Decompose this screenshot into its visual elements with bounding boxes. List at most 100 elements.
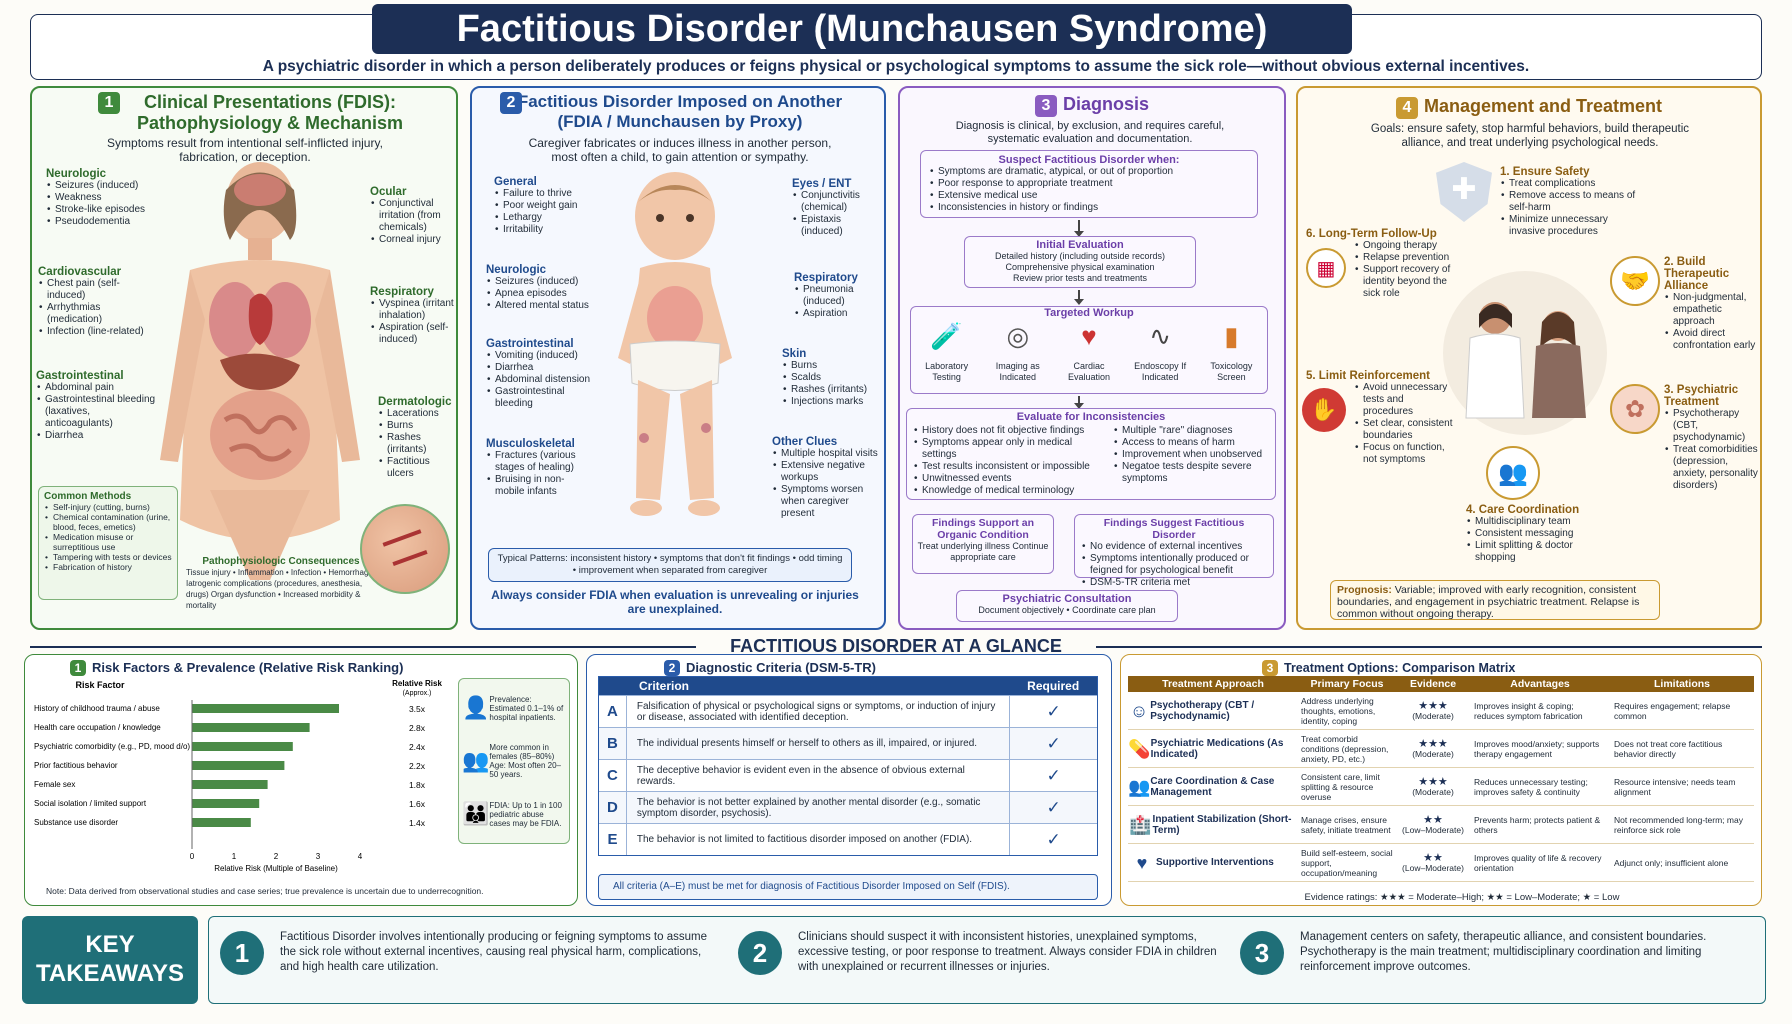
risk-title-text: Risk Factors & Prevalence (Relative Risk…: [92, 660, 404, 675]
takeaway-number: 2: [738, 930, 782, 975]
p2-group-other-clues: Other CluesMultiple hospital visitsExten…: [772, 436, 880, 520]
criteria-title-text: Diagnostic Criteria (DSM-5-TR): [686, 660, 876, 675]
tick-label: 0: [190, 852, 195, 861]
prevalence-box: 👤Prevalence: Estimated 0.1–1% of hospita…: [458, 678, 570, 844]
suspect-title: Suspect Factitious Disorder when:: [998, 154, 1180, 166]
inconsistencies-box: Evaluate for Inconsistencies History doe…: [906, 408, 1276, 500]
x-axis-label: Relative Risk (Multiple of Baseline): [214, 864, 338, 873]
column-header: Treatment Approach: [1162, 678, 1264, 690]
takeaway-text: Management centers on safety, therapeuti…: [1300, 931, 1707, 973]
limitations-cell: Adjunct only; insufficient alone: [1614, 857, 1729, 868]
list-item: Symptoms are dramatic, atypical, or out …: [929, 166, 1249, 178]
takeaway-3: 3 Management centers on safety, therapeu…: [1240, 930, 1750, 975]
takeaway-number: 1: [220, 930, 264, 975]
panel2-number: 2: [500, 92, 522, 114]
workup-item: Cardiac Evaluation: [1067, 361, 1110, 382]
group-label: Ocular: [370, 186, 407, 198]
list-item: Diarrhea: [36, 430, 156, 442]
group-label: Cardiovascular: [38, 266, 122, 278]
step-limit-reinforcement: 5. Limit ReinforcementAvoid unnecessary …: [1306, 370, 1456, 466]
doctor-patient-illustration: [1443, 271, 1607, 435]
panel2-title-line2: (FDIA / Munchausen by Proxy): [557, 112, 803, 131]
category-label: Psychiatric comorbidity (e.g., PD, mood …: [34, 742, 190, 751]
value-label: 2.4x: [409, 742, 426, 752]
risk-bar: [192, 818, 251, 827]
criterion-letter: B: [599, 728, 627, 759]
list-item: Gastrointestinal bleeding: [486, 386, 596, 410]
checkmark-icon: ✓: [1009, 696, 1097, 727]
panel1-title-line1: Clinical Presentations (FDIS):: [143, 92, 397, 112]
people-icon: 👥: [462, 748, 490, 773]
group-label: Skin: [782, 348, 807, 360]
body-anatomy-illustration: [160, 162, 360, 580]
takeaway-number: 3: [1240, 930, 1284, 975]
focus-cell: Treat comorbid conditions (depression, a…: [1301, 733, 1389, 764]
prevalence-text: Prevalence: Estimated 0.1–1% of hospital…: [489, 694, 564, 722]
team-icon: 👥: [1486, 446, 1540, 500]
evidence-label: (Moderate): [1412, 710, 1454, 721]
column-header: Required: [1027, 679, 1080, 693]
mri-scanner-icon: ◎: [1006, 321, 1030, 351]
list-item: Failure to thrive: [494, 188, 594, 200]
criterion-letter: D: [599, 792, 627, 823]
takeaway-1: 1 Factitious Disorder involves intention…: [220, 930, 720, 975]
advantages-cell: Prevents harm; protects patient & others: [1474, 814, 1601, 835]
step-long-term-follow-up: 6. Long-Term Follow-UpOngoing therapyRel…: [1306, 228, 1456, 300]
list-item: Conjunctival irritation (from chemicals): [370, 198, 450, 234]
list-item: Altered mental status: [486, 300, 596, 312]
panel3-intro: Diagnosis is clinical, by exclusion, and…: [955, 120, 1225, 145]
takeaway-2: 2 Clinicians should suspect it with inco…: [738, 930, 1218, 975]
list-item: Symptoms intentionally produced or feign…: [1081, 553, 1267, 577]
prognosis-label: Prognosis:: [1337, 584, 1392, 596]
consult-title: Psychiatric Consultation: [1002, 593, 1132, 605]
workup-item: Toxicology Screen: [1210, 361, 1253, 382]
focus-cell: Consistent care, limit splitting & resou…: [1301, 771, 1380, 802]
list-item: Pneumonia (induced): [794, 284, 880, 308]
step-label: 5. Limit Reinforcement: [1306, 370, 1430, 382]
panel3-number: 3: [1034, 95, 1057, 117]
consequences-text: Tissue injury • Inflammation • Infection…: [186, 568, 373, 610]
tick-label: 2: [274, 852, 279, 861]
list-item: Diarrhea: [486, 362, 596, 374]
advantages-cell: Improves insight & coping; reduces sympt…: [1474, 700, 1583, 721]
group-label: Dermatologic: [378, 396, 452, 408]
list-item: Self-injury (cutting, burns): [44, 502, 172, 512]
test-tubes-icon: 🧪: [930, 321, 963, 351]
step-label: 6. Long-Term Follow-Up: [1306, 228, 1437, 240]
list-item: Abdominal distension: [486, 374, 596, 386]
p1-group-gastrointestinal: GastrointestinalAbdominal painGastrointe…: [36, 370, 156, 442]
specimen-cup-icon: ▮: [1224, 321, 1239, 351]
approach-label: Care Coordination & Case Management: [1150, 775, 1275, 798]
workup-item: Imaging as Indicated: [995, 361, 1040, 382]
step-therapeutic-alliance: 2. Build Therapeutic AllianceNon-judgmen…: [1664, 256, 1760, 352]
list-item: Conjunctivitis (chemical): [792, 190, 880, 214]
matrix-row: ☺Psychotherapy (CBT / Psychodynamic)Addr…: [1128, 692, 1754, 730]
p2-group-gastrointestinal: GastrointestinalVomiting (induced)Diarrh…: [486, 338, 596, 410]
list-item: No evidence of external incentives: [1081, 541, 1267, 553]
suspect-box: Suspect Factitious Disorder when: Sympto…: [920, 150, 1258, 218]
group-label: Gastrointestinal: [486, 338, 574, 350]
checkmark-icon: ✓: [1009, 728, 1097, 759]
methods-title: Common Methods: [44, 491, 132, 502]
panel1-intro: Symptoms result from intentional self-in…: [107, 136, 383, 164]
list-item: Medication misuse or surreptitious use: [44, 532, 172, 552]
list-item: Inconsistencies in history or findings: [929, 202, 1249, 214]
evidence-stars: ★★★: [1418, 775, 1448, 788]
list-item: Seizures (induced): [46, 180, 166, 192]
focus-cell: Address underlying thoughts, emotions, i…: [1301, 695, 1376, 726]
criteria-number: 2: [664, 660, 680, 676]
list-item: Scalds: [782, 372, 880, 384]
criterion-letter: E: [599, 824, 627, 855]
matrix-number: 3: [1262, 660, 1278, 676]
column-header-rr: Relative Risk: [392, 679, 442, 688]
heart-hands-icon: ♥: [1136, 852, 1148, 873]
evidence-stars: ★★★: [1418, 737, 1448, 750]
group-label: Respiratory: [794, 272, 858, 284]
initial-evaluation-box: Initial Evaluation Detailed history (inc…: [964, 236, 1196, 288]
list-item: Unwitnessed events: [913, 473, 1103, 485]
pill-icon: 💊: [1128, 738, 1151, 759]
step-care-coordination: 4. Care CoordinationMultidisciplinary te…: [1466, 504, 1596, 564]
